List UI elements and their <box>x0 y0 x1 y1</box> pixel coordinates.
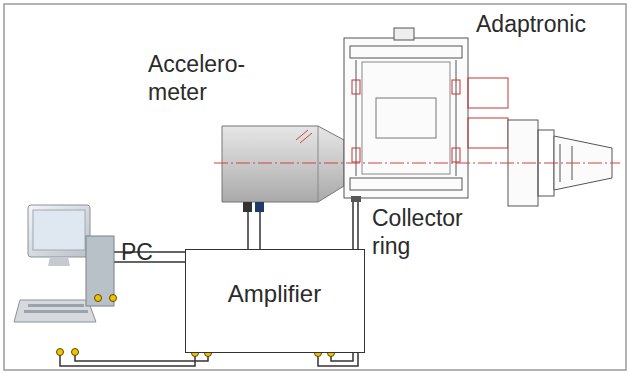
amp-input-wire <box>60 352 208 366</box>
centerline <box>214 163 620 164</box>
frame <box>4 4 626 370</box>
collector-ring-terminal <box>351 196 361 202</box>
pc-icon <box>14 205 114 322</box>
adaptronic-housing <box>344 28 612 206</box>
part-label: Adaptronic <box>476 10 616 38</box>
box-label: Amplifier <box>228 280 321 308</box>
part-label: Accelero- meter <box>148 50 260 106</box>
part-label: PC <box>121 238 171 266</box>
accelerometer <box>222 126 344 212</box>
part-label: Collector ring <box>372 204 484 260</box>
amplifier-box: Amplifier <box>185 249 365 353</box>
